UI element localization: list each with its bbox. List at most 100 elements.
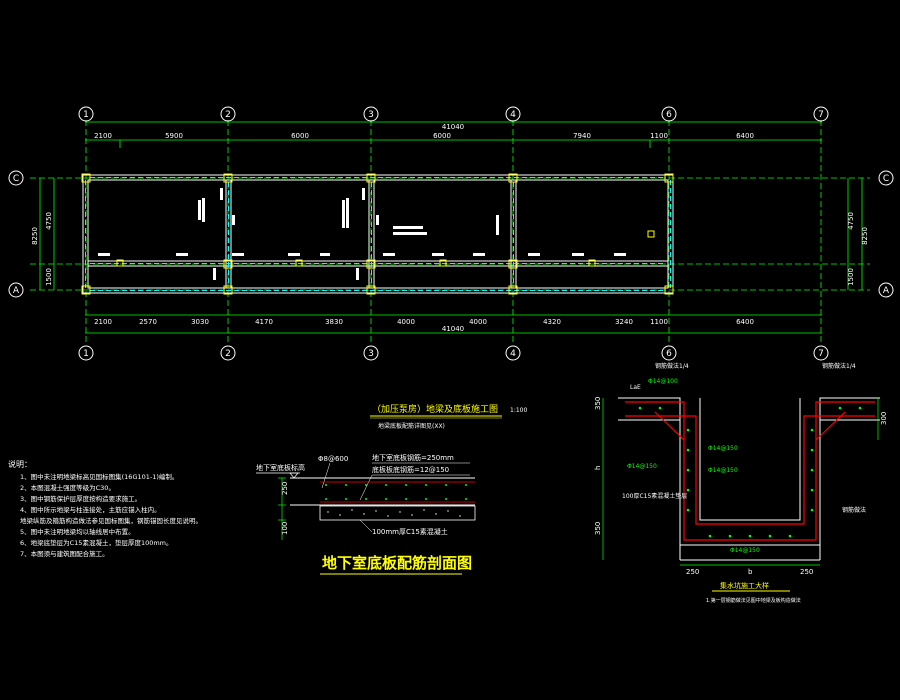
pit-dim-bottom: 350 [594,522,602,535]
axis-label-3-bottom: 3 [368,349,374,359]
pit-footnote: 1.第一层钢筋做法见图中地梁及板构造做法 [706,597,801,604]
top-dim: 6000 [433,132,451,140]
top-dim: 6000 [291,132,309,140]
slab-cushion-label: 100mm厚C15素混凝土 [372,527,448,536]
bottom-dimensions: 2100 2570 3030 4170 3830 4000 4000 4320 … [94,318,754,333]
axis-label-6-bottom: 6 [666,349,672,359]
axis-bubble-A-right [878,282,894,298]
left-dim: 8250 [31,227,39,245]
plan-dashed-beams [85,177,671,291]
plan-title: （加压泵房）地梁及底板施工图 [372,403,498,415]
bottom-dim: 6400 [736,318,754,326]
axis-label-A-right: A [883,286,890,296]
axis-label-2-bottom: 2 [225,349,231,359]
pit-detail: 钢筋做法1/4 钢筋做法1/4 LaE Φ14@100 Φ14@150 Φ14@… [594,362,888,604]
side-dimensions: 8250 4750 1500 8250 4750 1500 [31,212,869,286]
pit-labels: 钢筋做法1/4 钢筋做法1/4 LaE Φ14@100 Φ14@150 Φ14@… [622,362,866,554]
slab-dim-250: 250 [281,482,289,495]
left-dim: 4750 [45,212,53,230]
pit-dim-h: h [594,466,602,470]
axis-bubble-4-bottom [505,345,521,361]
axis-bubble-7-top [813,106,829,122]
pit-bottom-dim: b [748,568,753,576]
bottom-dim: 4320 [543,318,561,326]
pit-title: 集水坑施工大样 [720,581,769,590]
bottom-dim: 4170 [255,318,273,326]
axis-bubble-1-top [78,106,94,122]
top-axis [30,120,870,345]
axis-bubble-3-top [363,106,379,122]
pit-dims: 350 h 350 300 250 b 250 [594,397,888,576]
notes: 说明： 1、图中未注明地梁标高见国标图集(16G101-1)编制。 2、本图混凝… [8,459,202,558]
axis-bubble-3-bottom [363,345,379,361]
col-bubbles-top [8,106,894,361]
plan-title-block: （加压泵房）地梁及底板施工图 1:100 地梁底板配筋详图见(XX) [370,403,527,430]
right-dim: 4750 [847,212,855,230]
slab-rebar1: Φ8@600 [318,455,348,463]
axis-bubble-6-bottom [661,345,677,361]
pit-cushion: 100厚C15素混凝土垫层 [622,492,687,500]
bottom-dim: 4000 [469,318,487,326]
axis-label-A-left: A [13,286,20,296]
note-item: 3、图中钢筋保护层厚度按构造要求施工。 [20,494,141,503]
slab-rebar2: 底板板底钢筋=12@150 [372,465,449,474]
top-dim: 2100 [94,132,112,140]
plan-scale: 1:100 [510,407,527,414]
right-dim: 8250 [861,227,869,245]
pit-rebar-a: Φ14@150 [708,445,738,452]
note-item: 6、地梁底垫层为C15素混凝土，垫层厚度100mm。 [20,538,173,547]
pit-rebar-b: Φ14@150 [708,467,738,474]
bottom-dim: 4000 [397,318,415,326]
axis-label-1-top: 1 [83,110,89,120]
plan-subtitle: 地梁底板配筋详图见(XX) [378,422,445,430]
note-item: 2、本图混凝土强度等级为C30。 [20,483,115,492]
axis-label-3-top: 3 [368,110,374,120]
axis-label-7-top: 7 [818,110,824,120]
bottom-dim: 2100 [94,318,112,326]
pit-note-right: 钢筋做法 [842,506,866,514]
axis-label-6-top: 6 [666,110,672,120]
right-dim: 1500 [847,268,855,286]
pit-dim-right: 300 [880,412,888,425]
note-item: 4、图中所示地梁与柱连接处，主筋应锚入柱内。 [20,505,161,514]
axis-bubble-2-top [220,106,236,122]
note-item: 地梁纵筋及箍筋构造做法参见国标图集，钢筋锚固长度见说明。 [20,516,202,525]
slab-top-rebar: 地下室底板钢筋=250mm [372,453,454,462]
top-dim: 7940 [573,132,591,140]
axis-bubble-A-left [8,282,24,298]
top-dim: 6400 [736,132,754,140]
pit-top-right-label: 钢筋做法1/4 [822,362,856,370]
top-dim: 1100 [650,132,668,140]
pit-rebar-bottom: Φ14@150 [730,547,760,554]
bottom-dim: 1100 [650,318,668,326]
left-dim: 1500 [45,268,53,286]
col-bubble-labels: 1 2 3 4 6 7 1 2 3 4 6 7 C A C A [13,110,890,359]
note-item: 5、图中未注明地梁均以轴线居中布置。 [20,527,135,536]
note-item: 1、图中未注明地梁标高见国标图集(16G101-1)编制。 [20,472,178,481]
pit-rebar-c: Φ14@150 [627,463,657,470]
notes-heading: 说明： [8,459,32,469]
pit-dim-top: 350 [594,397,602,410]
axis-label-1-bottom: 1 [83,349,89,359]
plan-beams [82,174,674,294]
beam-annotation-marks [98,188,626,280]
axis-bubble-C-right [878,170,894,186]
top-dim: 5900 [165,132,183,140]
axis-label-4-bottom: 4 [510,349,516,359]
pit-outline [618,397,880,561]
axis-label-4-top: 4 [510,110,516,120]
pit-rebar [625,401,875,541]
axis-bubble-1-bottom [78,345,94,361]
slab-section: 地下室底板标高 Φ8@600 地下室底板钢筋=250mm 底板板底钢筋=12@1… [256,453,476,575]
bottom-total-dim: 41040 [442,325,464,333]
bottom-dim: 3240 [615,318,633,326]
bottom-dim: 2570 [139,318,157,326]
axis-bubble-4-top [505,106,521,122]
pit-bar-dots [638,406,862,538]
bottom-dim: 3030 [191,318,209,326]
top-total-dim: 41040 [442,123,464,131]
top-dimensions: 41040 2100 5900 6000 6000 7940 1100 6400 [94,123,754,140]
axis-label-2-top: 2 [225,110,231,120]
